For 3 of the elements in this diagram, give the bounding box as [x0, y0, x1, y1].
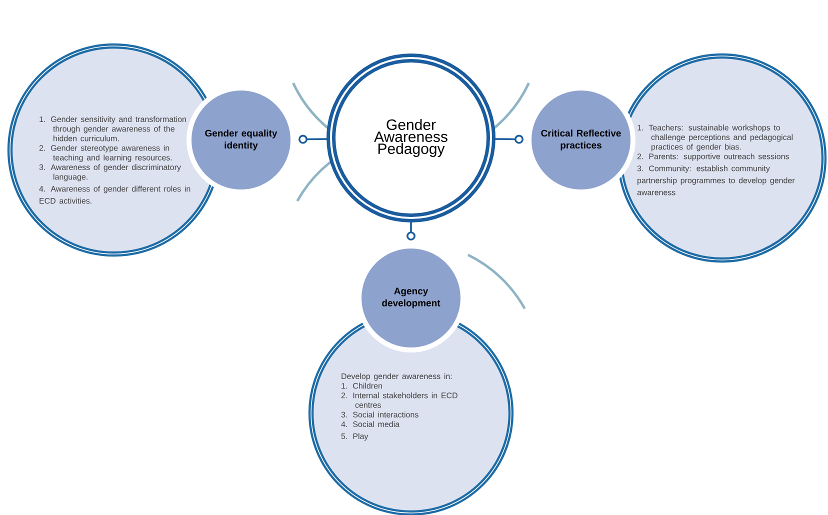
- connector: [492, 134, 524, 144]
- connector: [406, 220, 416, 240]
- connector: [298, 134, 330, 144]
